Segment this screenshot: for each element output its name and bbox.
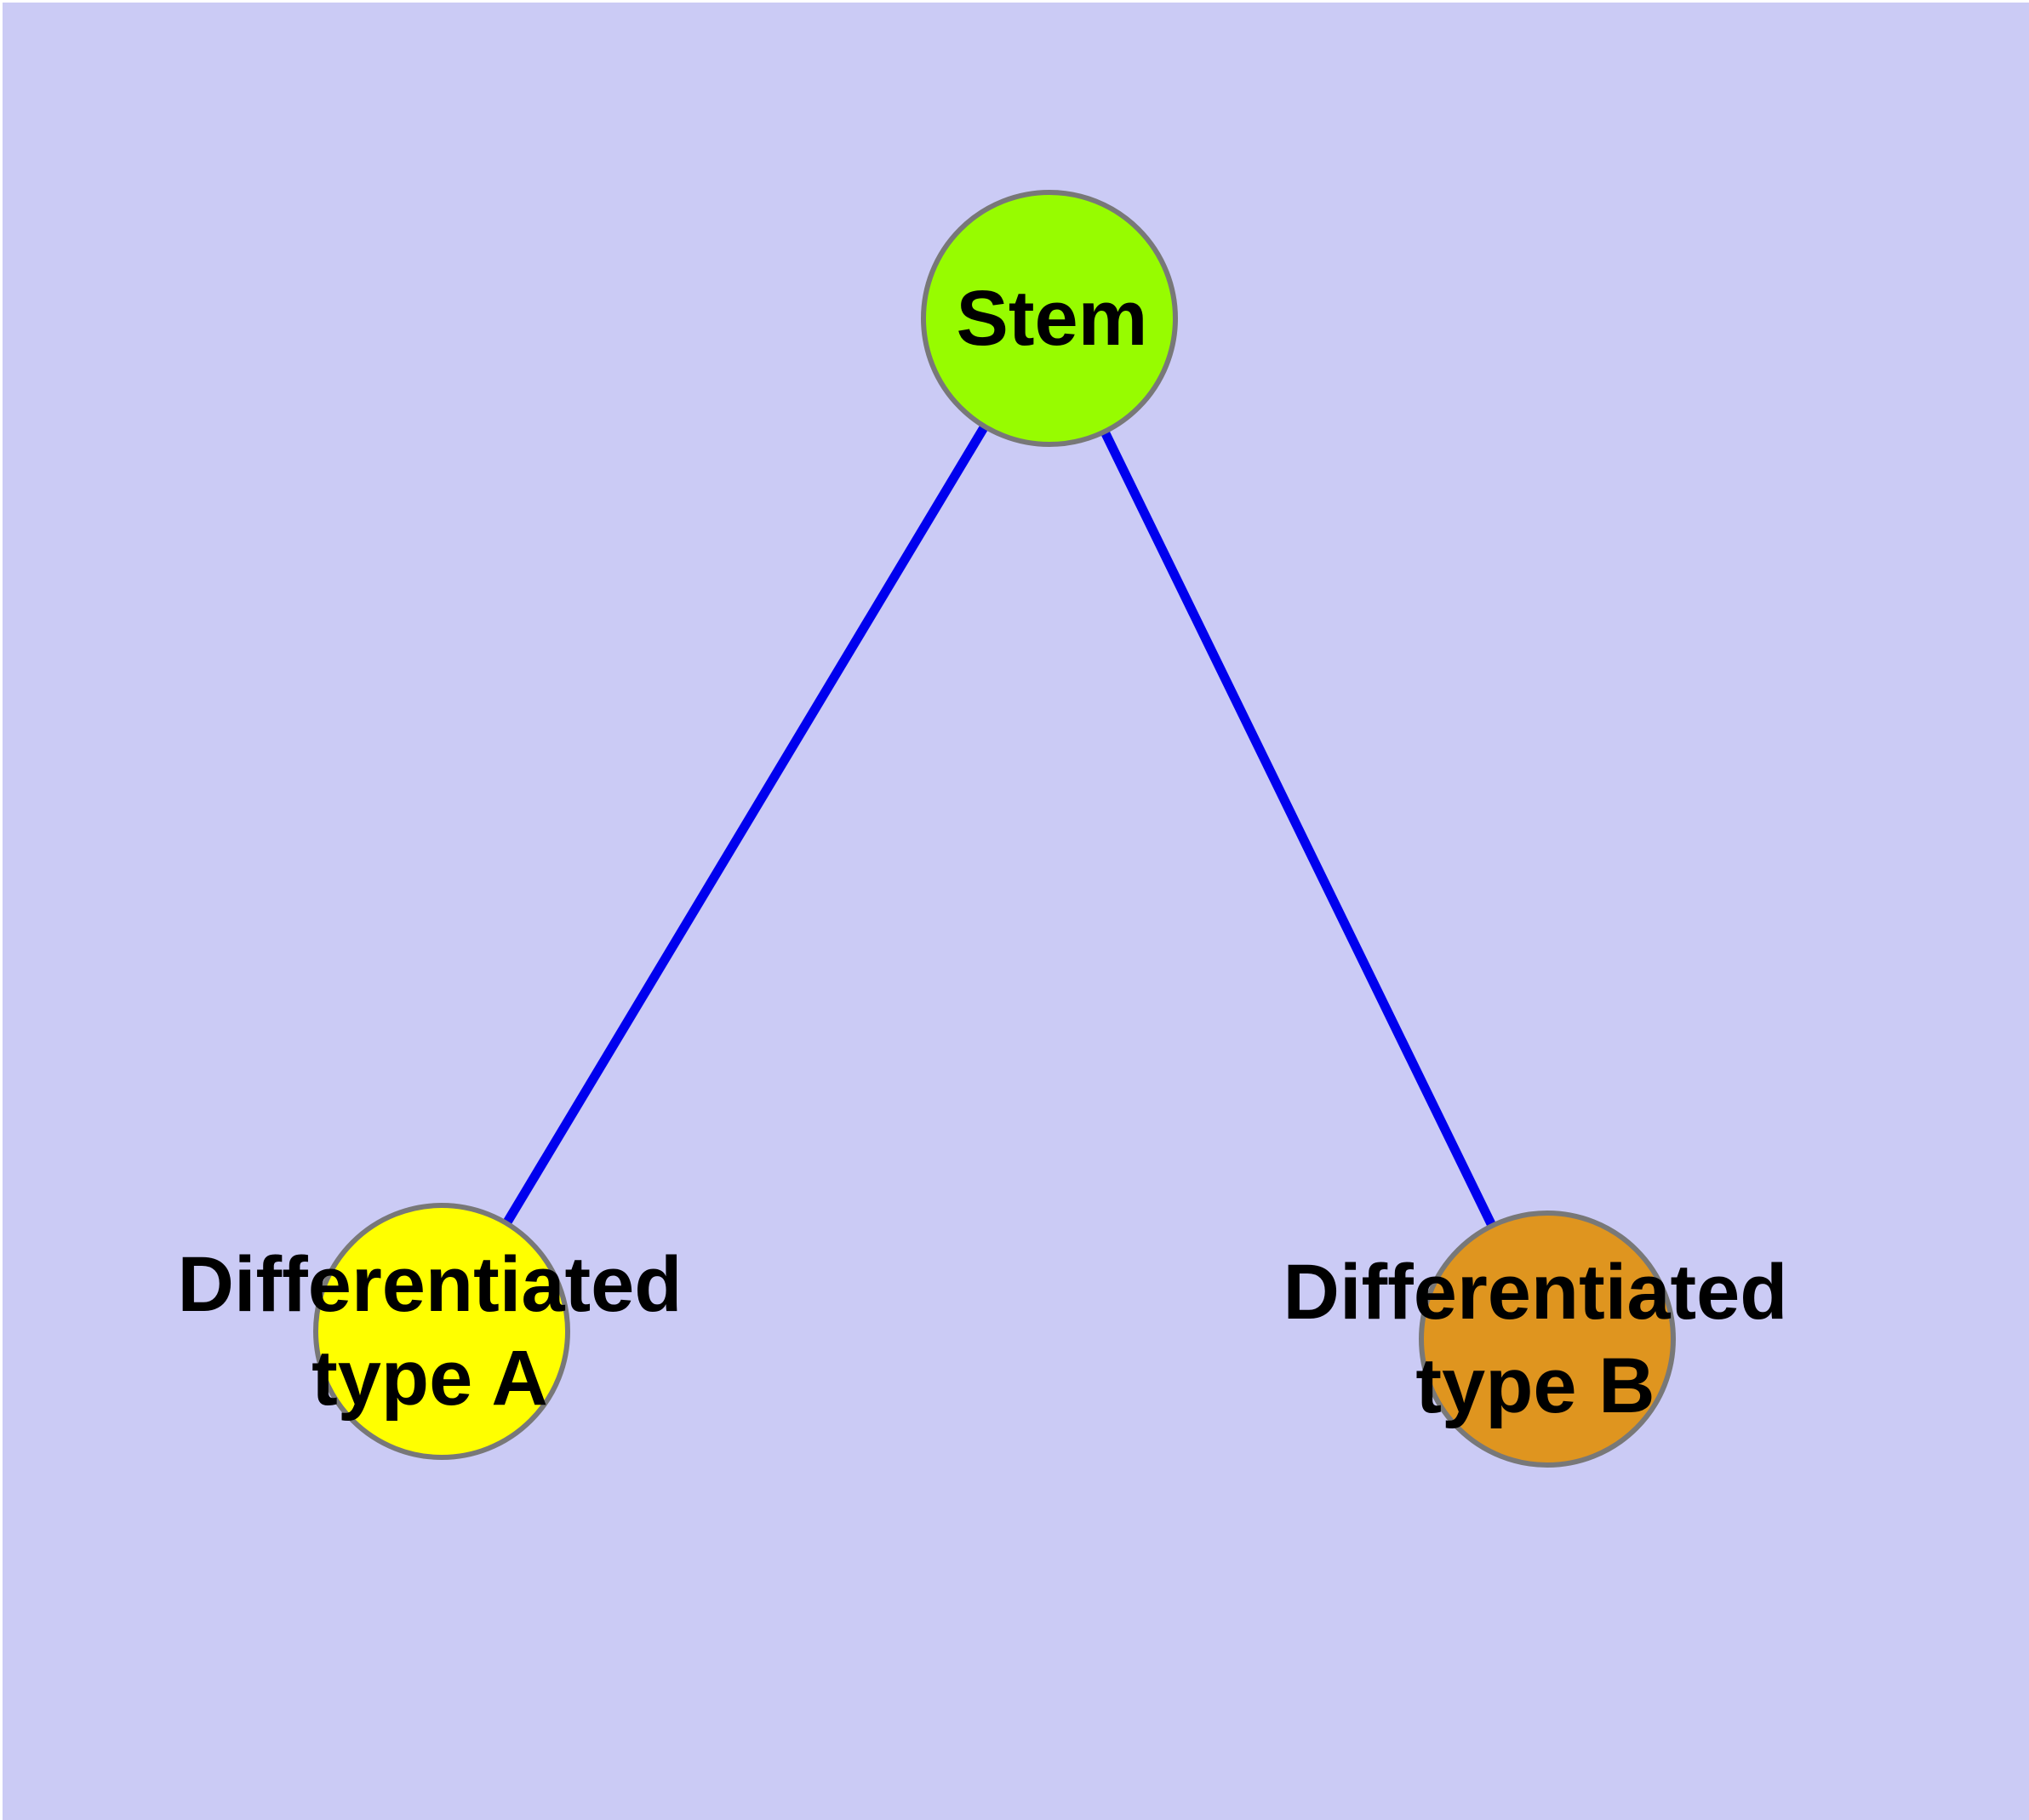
- stem-node-circle: [921, 190, 1178, 447]
- node-group: [313, 190, 1676, 1468]
- type-a-node-circle: [313, 1203, 570, 1460]
- edge-stem-to-type-a: [437, 316, 1054, 1334]
- type-b-node-circle: [1419, 1210, 1676, 1468]
- edge-group: [437, 316, 1552, 1342]
- edge-stem-to-type-b: [1045, 316, 1552, 1342]
